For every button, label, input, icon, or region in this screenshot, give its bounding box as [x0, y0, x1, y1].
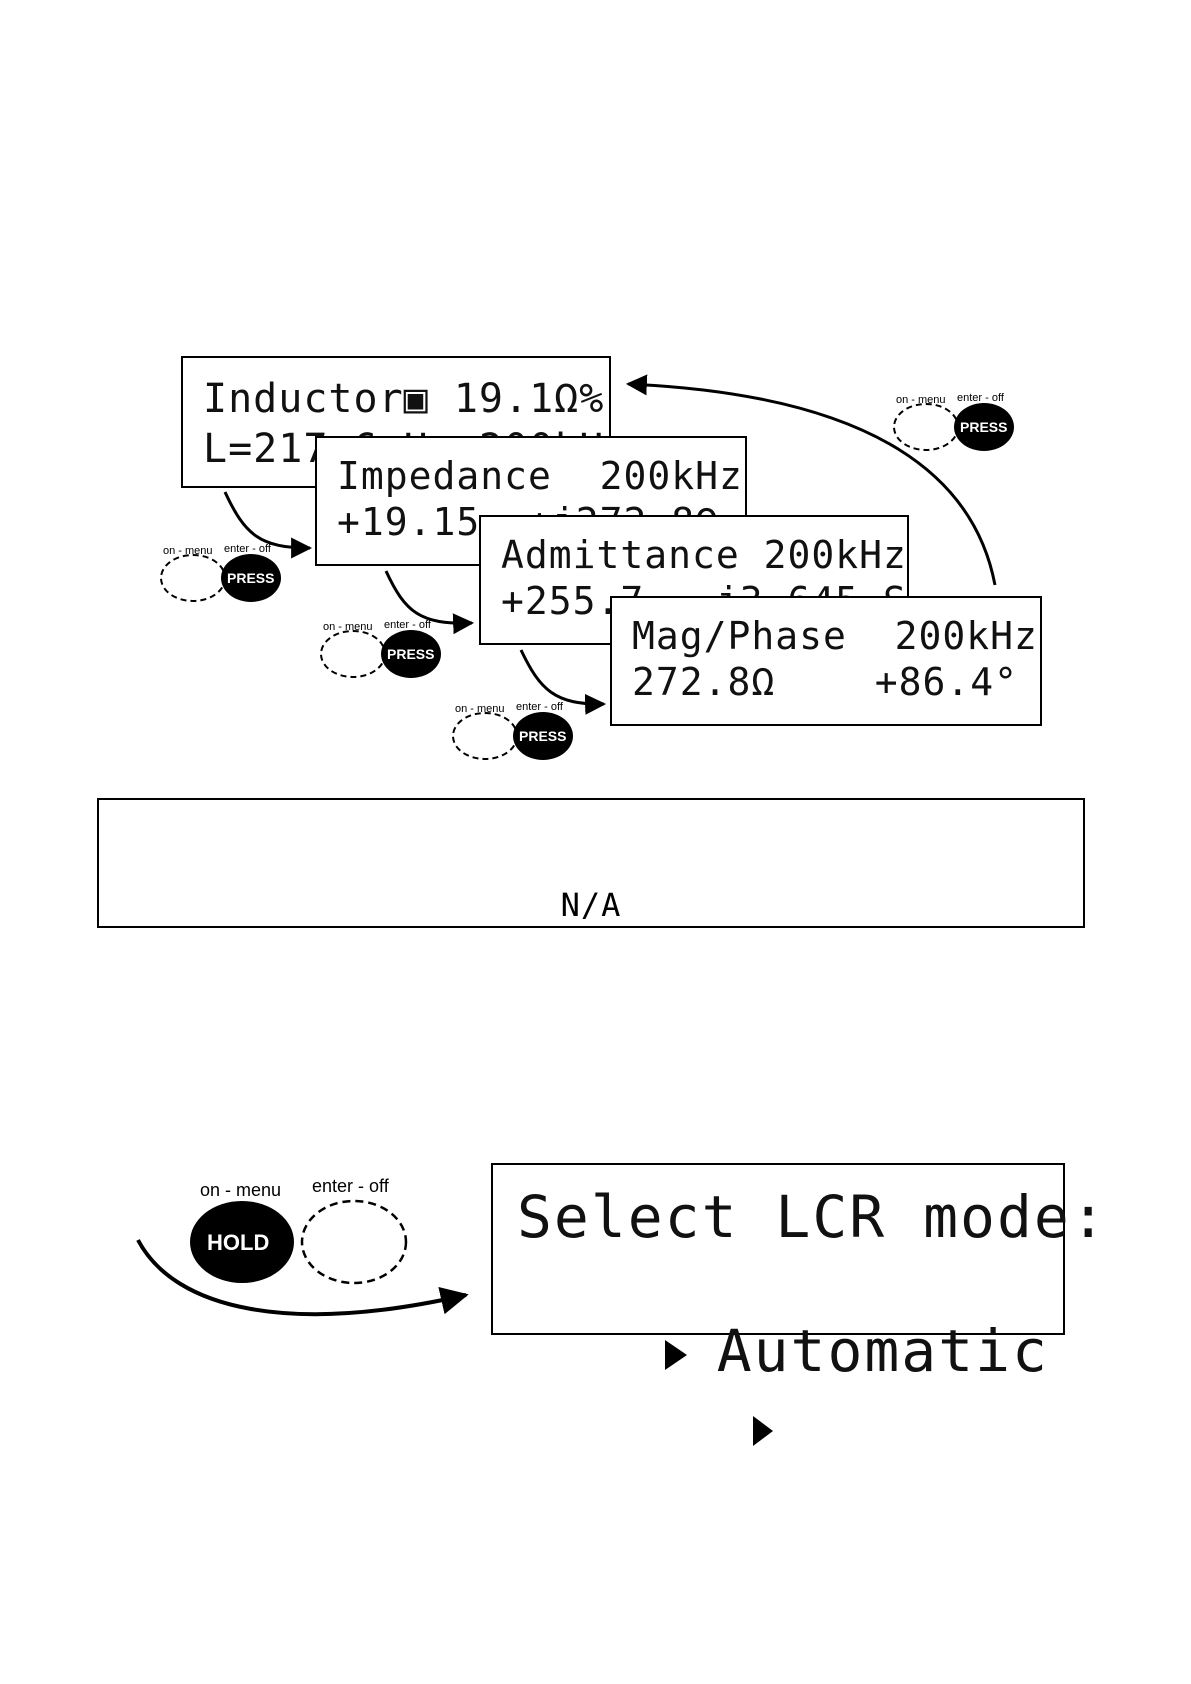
curved-arrow-icon: [136, 1239, 469, 1316]
hold-button: [190, 1201, 294, 1283]
na-text: N/A: [560, 886, 622, 924]
curved-arrow-icon: [519, 649, 607, 715]
press-button-group: [893, 403, 1014, 451]
menu-title: Select LCR mode:: [517, 1183, 1108, 1251]
menu-option-label: Automatic: [716, 1317, 1049, 1385]
na-box: N/A: [97, 798, 1085, 928]
curved-arrow-icon: [384, 570, 475, 635]
lcd-line-1: Mag/Phase 200kHz: [632, 614, 1038, 658]
button-caption-left: on - menu: [455, 703, 505, 715]
lcd-line-1: Inductor▣ 19.1Ω%: [203, 376, 605, 422]
lcd-line-2-right: +86.4°: [874, 660, 1018, 704]
press-button-group: [320, 630, 441, 678]
lcd-line-2-left: 272.8Ω: [632, 660, 776, 704]
button-caption-right: enter - off: [957, 392, 1004, 404]
curved-arrow-icon: [223, 491, 313, 559]
press-label: PRESS: [227, 570, 275, 586]
lcd-screen-select-mode: Select LCR mode: Automatic: [491, 1163, 1106, 1385]
press-button-group: [160, 554, 281, 602]
curved-arrow-icon: [625, 374, 997, 586]
lcd-screen-mag-phase: Mag/Phase 200kHz 272.8Ω +86.4°: [610, 596, 1042, 726]
button-caption-left: on - menu: [200, 1180, 282, 1200]
button-caption-left: on - menu: [163, 545, 213, 557]
press-label: PRESS: [519, 728, 567, 744]
menu-option: Automatic: [517, 1249, 1049, 1453]
press-button-group: [452, 712, 573, 760]
press-label: PRESS: [387, 646, 435, 662]
button-caption-right: enter - off: [312, 1176, 389, 1196]
button-caption-left: on - menu: [323, 621, 373, 633]
right-triangle-cursor-icon: [664, 1339, 687, 1370]
button-caption-right: enter - off: [224, 543, 271, 555]
button-caption-right: enter - off: [384, 619, 431, 631]
lcd-screen-inductor: Inductor▣ 19.1Ω% L=217.6 H 200kHz: [181, 356, 628, 488]
lcd-line-1: Admittance 200kHz: [501, 533, 907, 577]
hold-label: HOLD: [207, 1230, 270, 1255]
enter-off-button-outline: [300, 1199, 408, 1285]
button-caption-right: enter - off: [516, 701, 563, 713]
right-triangle-cursor-icon: [753, 1416, 773, 1446]
press-label: PRESS: [960, 419, 1008, 435]
button-caption-left: on - menu: [896, 394, 946, 406]
lcd-line-1: Impedance 200kHz: [337, 454, 743, 498]
